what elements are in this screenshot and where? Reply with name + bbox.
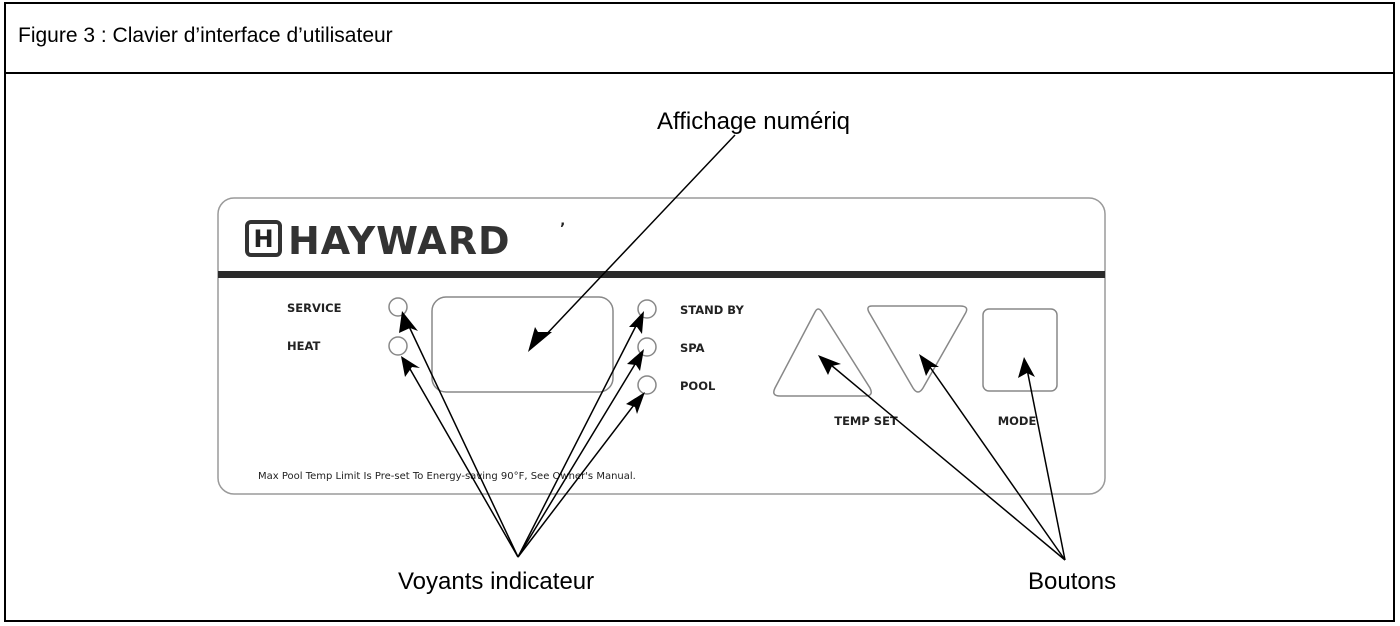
leader-display [540, 134, 736, 341]
led-label-service: SERVICE [287, 301, 342, 315]
arrowhead-heat [401, 356, 420, 377]
callout-buttons: Boutons [1028, 568, 1116, 595]
leader-indicator-spa [517, 355, 641, 558]
arrowhead-spa [627, 349, 644, 371]
hayward-logo: H HAYWARD ’ [245, 219, 565, 263]
leader-indicator-pool [517, 396, 641, 558]
leader-indicator-heat [405, 361, 519, 558]
arrowhead-service [399, 311, 418, 333]
figure-header: Figure 3 : Clavier d’interface d’utilisa… [6, 4, 1393, 74]
callout-indicators: Voyants indicateur [398, 568, 594, 595]
brand-name: HAYWARD [288, 219, 511, 263]
figure-title: Figure 3 : Clavier d’interface d’utilisa… [18, 24, 393, 47]
mode-label: MODE [998, 414, 1037, 428]
led-pool [637, 375, 657, 395]
led-label-pool: POOL [680, 379, 716, 393]
temp-set-label: TEMP SET [834, 414, 898, 428]
temp-up-button[interactable] [773, 308, 872, 397]
led-service [388, 297, 408, 317]
arrowhead-down-button [919, 354, 939, 376]
led-label-standby: STAND BY [680, 303, 744, 317]
leader-indicator-service [405, 319, 519, 558]
mode-button[interactable] [982, 308, 1058, 392]
leader-indicator-standby [517, 317, 641, 558]
leader-button-down [924, 359, 1066, 561]
digital-display [431, 296, 614, 393]
panel-note: Max Pool Temp Limit Is Pre-set To Energy… [258, 471, 636, 482]
figure-frame: Figure 3 : Clavier d’interface d’utilisa… [4, 2, 1395, 622]
led-label-spa: SPA [680, 341, 705, 355]
callout-display: Affichage numériq [657, 108, 850, 135]
arrowhead-mode-button [1018, 357, 1035, 378]
brand-mark-letter: H [253, 225, 273, 253]
brand-trademark: ’ [560, 221, 565, 237]
led-label-heat: HEAT [287, 339, 320, 353]
leader-button-up [824, 359, 1066, 561]
brand-mark-box [245, 220, 282, 257]
arrowhead-pool [626, 392, 645, 414]
arrowhead-display [528, 327, 552, 352]
panel-divider-bar [218, 271, 1105, 278]
arrowhead-up-button [818, 355, 841, 375]
leader-button-mode [1025, 363, 1066, 561]
temp-down-button[interactable] [867, 305, 968, 393]
arrowhead-standby [629, 311, 644, 334]
led-heat [388, 336, 408, 356]
